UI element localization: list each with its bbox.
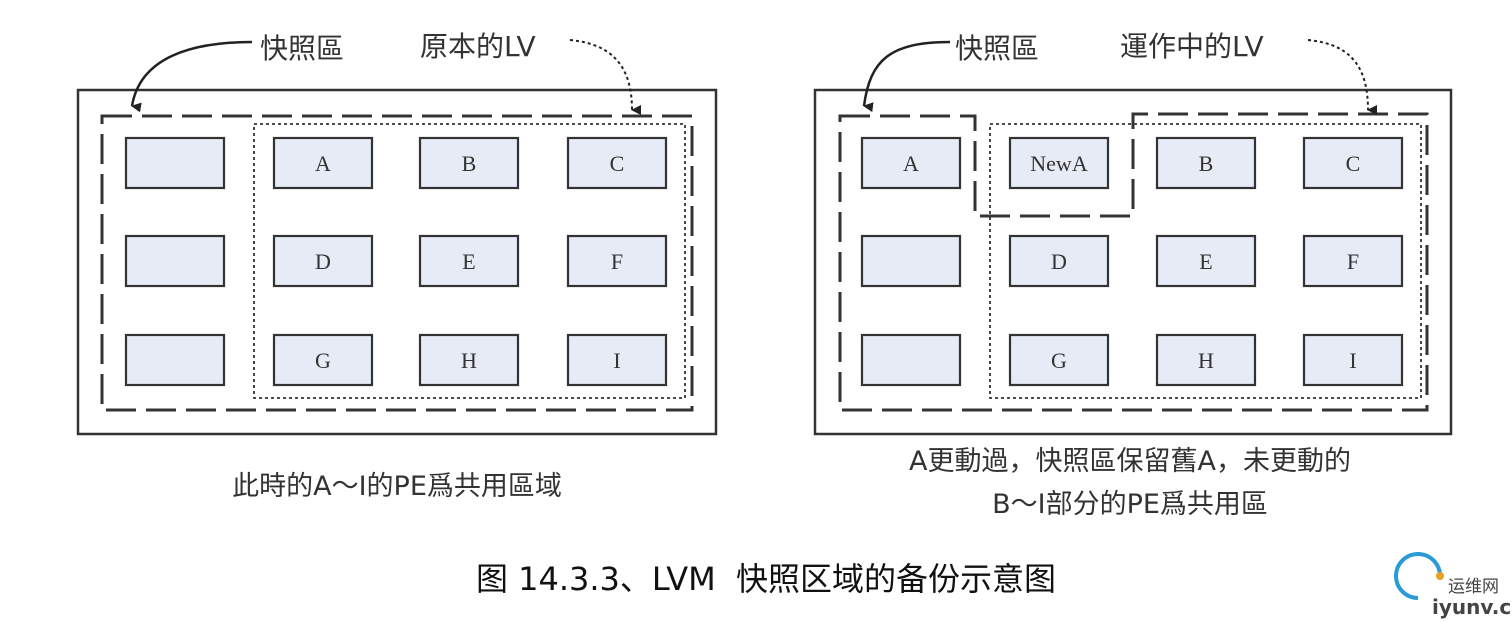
pe-block-box (1302, 136, 1404, 190)
pe-block: D (1008, 234, 1110, 288)
pe-block: E (418, 234, 520, 288)
pe-block-box (272, 136, 374, 190)
pe-block-box (1008, 136, 1110, 190)
watermark-logo-icon (1394, 552, 1442, 600)
pe-block (124, 136, 226, 190)
watermark: 运维网 iyunv.com (1394, 552, 1512, 619)
left-original-lv-region (253, 123, 686, 399)
pe-block-label: F (611, 249, 623, 274)
left-snapshot-region (100, 114, 694, 412)
pe-block: G (272, 333, 374, 387)
right-caption-line2: B～I部分的PE爲共用區 (992, 489, 1268, 520)
left-blank-pe-column (124, 136, 226, 387)
left-lv-label: 原本的LV (420, 30, 536, 63)
right-lv-label: 運作中的LV (1120, 30, 1264, 63)
left-outer-frame (76, 88, 718, 436)
pe-block-box (566, 333, 668, 387)
pe-block-label: G (315, 348, 331, 373)
pe-block-box (1155, 333, 1257, 387)
pe-block-box (1008, 234, 1110, 288)
pe-block-label: A (315, 151, 331, 176)
pe-block-label: H (1198, 348, 1214, 373)
pe-block: C (1302, 136, 1404, 190)
pe-block: G (1008, 333, 1110, 387)
pe-block: NewA (1008, 136, 1110, 190)
right-active-lv-region (989, 123, 1422, 399)
left-panel: A B C D E F G H I 快照區 原本的LV 此時的A～I的PE爲共用區域 (76, 30, 718, 502)
right-lv-arrow (1307, 39, 1378, 115)
pe-block (124, 234, 226, 288)
watermark-url: iyunv.com (1432, 595, 1512, 619)
pe-block-box (860, 234, 962, 288)
pe-block: H (1155, 333, 1257, 387)
right-pe-grid: NewA B C D E F G H I (1008, 136, 1404, 387)
pe-block-label: B (462, 151, 477, 176)
pe-block-box (272, 234, 374, 288)
pe-block (860, 333, 962, 387)
pe-block-label: B (1199, 151, 1214, 176)
pe-block-label: D (1051, 249, 1067, 274)
pe-block-label: E (462, 249, 475, 274)
pe-block-label: C (610, 151, 625, 176)
pe-block: F (566, 234, 668, 288)
pe-block: I (566, 333, 668, 387)
watermark-logo-dot-icon (1436, 572, 1444, 580)
right-snapshot-pe-column: A (860, 136, 962, 387)
pe-block-box (1302, 234, 1404, 288)
right-outer-frame (813, 88, 1453, 436)
pe-block: D (272, 234, 374, 288)
pe-block-label: E (1199, 249, 1212, 274)
pe-block: I (1302, 333, 1404, 387)
pe-block (124, 333, 226, 387)
pe-block: F (1302, 234, 1404, 288)
pe-block: B (1155, 136, 1257, 190)
pe-block-box (124, 234, 226, 288)
left-lv-arrow (569, 39, 642, 115)
pe-block-label: G (1051, 348, 1067, 373)
pe-block-box (418, 333, 520, 387)
pe-block-label: I (613, 348, 620, 373)
pe-block-box (124, 136, 226, 190)
pe-block-box (272, 333, 374, 387)
pe-block-label: F (1347, 249, 1359, 274)
pe-block-box (1008, 333, 1110, 387)
pe-block-label: A (903, 151, 919, 176)
pe-block: A (860, 136, 962, 190)
pe-block-box (1155, 136, 1257, 190)
pe-block-box (124, 333, 226, 387)
pe-block: E (1155, 234, 1257, 288)
pe-block-box (566, 234, 668, 288)
pe-block-label: D (315, 249, 331, 274)
right-panel: A NewA B C D E F G H I 快照區 運作中的LV A更動過，快照區保留舊A，未… (813, 30, 1453, 520)
figure-caption: 图 14.3.3、LVM 快照区域的备份示意图 (476, 560, 1056, 598)
pe-block-box (860, 333, 962, 387)
pe-block-label: I (1349, 348, 1356, 373)
right-caption-line1: A更動過，快照區保留舊A，未更動的 (909, 446, 1351, 477)
pe-block-label: H (461, 348, 477, 373)
pe-block: H (418, 333, 520, 387)
pe-block (860, 234, 962, 288)
watermark-brand: 运维网 (1448, 577, 1499, 597)
pe-block-box (1155, 234, 1257, 288)
pe-block: C (566, 136, 668, 190)
pe-block-box (1302, 333, 1404, 387)
left-caption: 此時的A～I的PE爲共用區域 (232, 471, 562, 502)
pe-block-label: C (1346, 151, 1361, 176)
pe-block-label: NewA (1030, 151, 1088, 176)
right-snapshot-label: 快照區 (955, 32, 1039, 65)
pe-block-box (566, 136, 668, 190)
right-snapshot-region (838, 112, 1429, 412)
right-snapshot-arrow (862, 40, 951, 113)
left-pe-grid: A B C D E F G H I (272, 136, 668, 387)
pe-block-box (860, 136, 962, 190)
pe-block: B (418, 136, 520, 190)
pe-block-box (418, 234, 520, 288)
left-snapshot-label: 快照區 (260, 32, 344, 65)
pe-block: A (272, 136, 374, 190)
left-snapshot-arrow (130, 40, 253, 113)
pe-block-box (418, 136, 520, 190)
